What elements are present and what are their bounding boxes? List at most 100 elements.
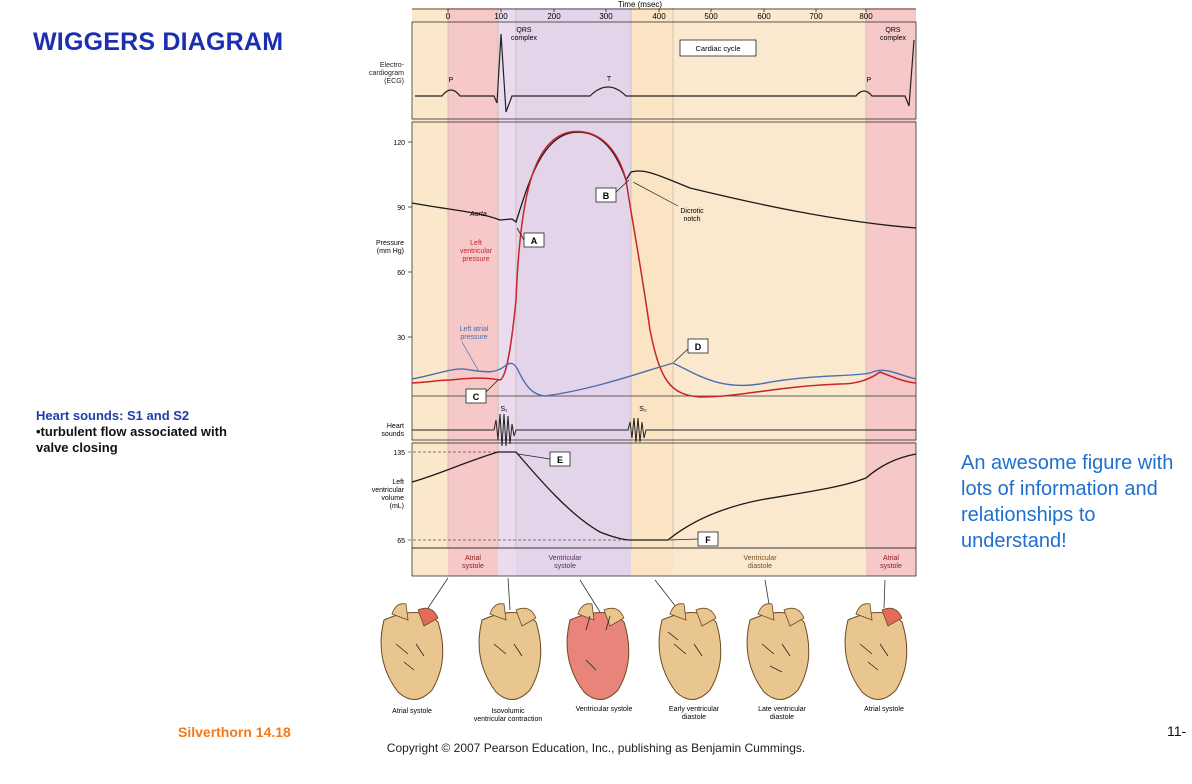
heart-sounds-note: Heart sounds: S1 and S2 •turbulent flow … bbox=[36, 408, 261, 456]
aorta-label: Aorta bbox=[469, 211, 487, 218]
p-wave-label: P bbox=[867, 77, 872, 84]
qrs-label-line: complex bbox=[880, 35, 907, 42]
heart-icon bbox=[844, 603, 908, 700]
phase-label-line: Ventricular bbox=[548, 555, 582, 562]
marker-c-box bbox=[465, 388, 487, 404]
time-tick: 500 bbox=[704, 12, 718, 21]
volume-axis-label-line: volume bbox=[381, 495, 404, 502]
heart-captions: Atrial systole Isovolumic ventricular co… bbox=[392, 706, 904, 723]
s1-label: S₁ bbox=[500, 406, 508, 413]
time-tick: 700 bbox=[809, 12, 823, 21]
heart-caption-line: diastole bbox=[682, 714, 706, 721]
phase-bands bbox=[412, 8, 916, 576]
heart-caption-line: Ventricular systole bbox=[576, 706, 633, 713]
annotation-text: An awesome figure with lots of informati… bbox=[961, 452, 1174, 552]
marker-c-leader bbox=[485, 379, 499, 393]
heart-icon bbox=[746, 603, 810, 700]
ecg-label-line: cardiogram bbox=[369, 70, 404, 77]
lv-pressure-curve bbox=[411, 130, 917, 398]
pressure-tick: 120 bbox=[393, 140, 405, 147]
qrs-label-line: complex bbox=[511, 35, 538, 42]
heart-caption-line: Isovolumic bbox=[491, 708, 525, 715]
page-number: 11- bbox=[1167, 723, 1187, 739]
marker-d-leader bbox=[673, 348, 689, 363]
t-wave-label: T bbox=[607, 76, 612, 83]
pressure-axis-label-line: (mm Hg) bbox=[377, 248, 404, 255]
time-tick: 0 bbox=[446, 12, 451, 21]
qrs-label-line: QRS bbox=[516, 27, 532, 34]
time-tick: 600 bbox=[757, 12, 771, 21]
wiggers-figure: Time (msec) 0 100 200 300 400 500 600 70… bbox=[369, 0, 917, 723]
pressure-tick: 90 bbox=[397, 205, 405, 212]
copyright-notice: Copyright © 2007 Pearson Education, Inc.… bbox=[386, 741, 806, 755]
marker-b-box bbox=[595, 187, 617, 203]
panel-frames bbox=[411, 21, 917, 577]
time-tick: 100 bbox=[494, 12, 508, 21]
la-leader bbox=[461, 341, 479, 371]
heart-caption-line: diastole bbox=[770, 714, 794, 721]
volume-tick: 135 bbox=[393, 450, 405, 457]
volume-tick: 65 bbox=[397, 538, 405, 545]
marker-a: A bbox=[531, 236, 538, 246]
time-axis-label: Time (msec) bbox=[618, 0, 662, 9]
heart-sounds-label-line: sounds bbox=[381, 431, 404, 438]
marker-b: B bbox=[603, 191, 610, 201]
pressure-panel: Pressure (mm Hg) 120 90 60 30 Aorta Left… bbox=[376, 130, 917, 398]
volume-panel: Left ventricular volume (mL) 135 65 bbox=[372, 450, 917, 545]
volume-axis-label-line: (mL) bbox=[390, 503, 404, 510]
marker-a-leader bbox=[516, 227, 525, 241]
slide-title: WIGGERS DIAGRAM bbox=[33, 28, 284, 56]
figure-credit: Silverthorn 14.18 bbox=[178, 724, 291, 740]
time-tick: 400 bbox=[652, 12, 666, 21]
phase-label-line: Atrial bbox=[465, 555, 481, 562]
marker-d-box bbox=[687, 338, 709, 354]
heart-caption-line: Atrial systole bbox=[392, 708, 432, 715]
heart-icon bbox=[658, 603, 722, 700]
phase-label-line: Ventricular bbox=[743, 555, 777, 562]
time-tick: 200 bbox=[547, 12, 561, 21]
phase-label-line: systole bbox=[462, 563, 484, 570]
s2-label: S₂ bbox=[639, 406, 647, 413]
marker-d: D bbox=[695, 342, 702, 352]
lv-label-line: ventricular bbox=[460, 248, 493, 255]
lv-volume-curve bbox=[411, 451, 917, 541]
aorta-pressure-curve bbox=[411, 131, 917, 229]
pressure-tick: 60 bbox=[397, 270, 405, 277]
cardiac-cycle-box bbox=[679, 39, 757, 57]
notch-leader bbox=[632, 181, 679, 207]
phase-label-line: systole bbox=[880, 563, 902, 570]
heart-icon bbox=[478, 603, 542, 700]
phase-label-line: diastole bbox=[748, 563, 772, 570]
heart-icon bbox=[380, 603, 444, 700]
heart-sounds-label-line: Heart bbox=[387, 423, 404, 430]
volume-axis-label-line: ventricular bbox=[372, 487, 405, 494]
time-tick: 800 bbox=[859, 12, 873, 21]
heart-sounds-title: Heart sounds: S1 and S2 bbox=[36, 408, 190, 423]
ecg-label-line: (ECG) bbox=[384, 78, 404, 85]
markers bbox=[465, 179, 719, 547]
heart-sounds-panel: Heart sounds S₁ S₂ bbox=[381, 406, 916, 447]
la-label-line: Left atrial bbox=[460, 326, 489, 333]
marker-f: F bbox=[705, 535, 711, 545]
lv-label-line: pressure bbox=[462, 256, 489, 263]
time-tick: 300 bbox=[599, 12, 613, 21]
dicrotic-notch-label-line: notch bbox=[683, 216, 700, 223]
ecg-panel: Electro- cardiogram (ECG) QRS complex QR… bbox=[369, 27, 915, 113]
heart-caption-line: Late ventricular bbox=[758, 706, 807, 713]
p-wave-label: P bbox=[449, 77, 454, 84]
marker-f-leader bbox=[669, 538, 699, 541]
la-pressure-curve bbox=[411, 362, 917, 397]
pressure-axis-label-line: Pressure bbox=[376, 240, 404, 247]
qrs-label-line: QRS bbox=[885, 27, 901, 34]
marker-e: E bbox=[557, 455, 563, 465]
marker-e-leader bbox=[517, 453, 551, 460]
heart-illustrations bbox=[380, 603, 908, 700]
ecg-label-line: Electro- bbox=[380, 62, 405, 69]
heart-caption-line: Atrial systole bbox=[864, 706, 904, 713]
la-label-line: pressure bbox=[460, 334, 487, 341]
ecg-trace bbox=[415, 33, 915, 113]
time-axis: Time (msec) 0 100 200 300 400 500 600 70… bbox=[412, 0, 916, 21]
heart-icon bbox=[566, 603, 630, 700]
phase-label-line: Atrial bbox=[883, 555, 899, 562]
marker-b-leader bbox=[615, 179, 630, 193]
